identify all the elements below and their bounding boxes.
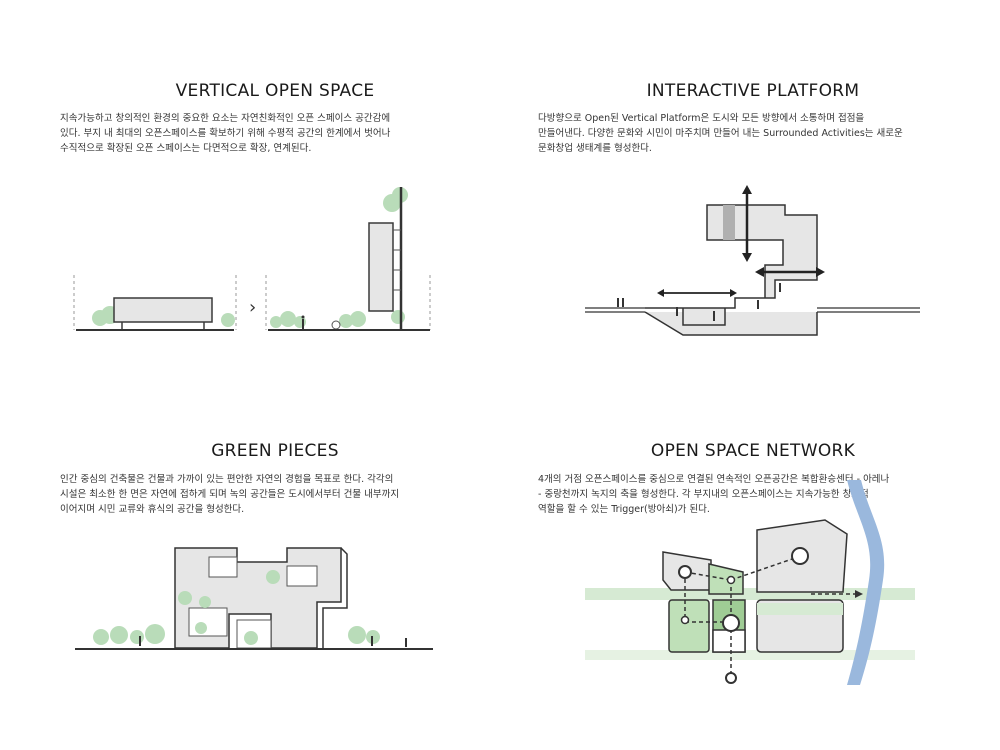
- panel-description: 다방향으로 Open된 Vertical Platform은 도시와 모든 방향…: [538, 111, 968, 156]
- description-line: 시설은 최소한 한 면은 자연에 접하게 되며 녹의 공간들은 도시에서부터 건…: [60, 489, 400, 500]
- node-icon: [725, 672, 737, 684]
- node-icon: [678, 565, 692, 579]
- node-icon: [680, 615, 690, 625]
- panel-description: 지속가능하고 창의적인 환경의 중요한 요소는 자연친화적인 오픈 스페이스 공…: [60, 111, 490, 156]
- site-block: [708, 563, 744, 595]
- description-line: 만들어낸다. 다양한 문화와 시민이 마주치며 만들어 내는 Surrounde…: [538, 128, 903, 139]
- river: [847, 480, 885, 685]
- platform-building: [644, 204, 818, 336]
- panel-description: 4개의 거점 오픈스페이스를 중심으로 연결된 연속적인 오픈공간은 복합환승센…: [538, 472, 968, 517]
- horizontal-building: [113, 297, 213, 323]
- node-icon: [791, 547, 809, 565]
- panel-title: VERTICAL OPEN SPACE: [175, 81, 375, 101]
- diagram-open-space-network: [585, 480, 915, 685]
- description-line: 다방향으로 Open된 Vertical Platform은 도시와 모든 방향…: [538, 113, 865, 124]
- tree-icon: [221, 313, 235, 327]
- diagram-green-pieces: [75, 547, 433, 650]
- description-line: 지속가능하고 창의적인 환경의 중요한 요소는 자연친화적인 오픈 스페이스 공…: [60, 113, 391, 124]
- diagram-vertical-open-space: ›: [73, 187, 431, 331]
- description-line: 4개의 거점 오픈스페이스를 중심으로 연결된 연속적인 오픈공간은 복합환승센…: [538, 474, 890, 485]
- diagram-interactive-platform: [585, 185, 920, 336]
- description-line: 이어지며 시민 교류와 휴식의 공간을 형성한다.: [60, 504, 245, 515]
- transition-arrow-icon: ›: [249, 297, 256, 318]
- site-block: [712, 629, 746, 653]
- node-icon: [726, 575, 736, 585]
- description-line: 역할을 할 수 있는 Trigger(방아쇠)가 된다.: [538, 504, 710, 515]
- site-block: [668, 599, 710, 653]
- description-line: - 중랑천까지 녹지의 축을 형성한다. 각 부지내의 오픈스페이스는 지속가능…: [538, 489, 869, 500]
- panel-title: INTERACTIVE PLATFORM: [646, 81, 860, 101]
- description-line: 수직적으로 확장된 오픈 스페이스는 다면적으로 확장, 연계된다.: [60, 143, 312, 154]
- node-icon: [722, 614, 740, 632]
- vertical-building: [368, 222, 394, 312]
- panel-title: GREEN PIECES: [211, 441, 339, 461]
- panel-description: 인간 중심의 건축물은 건물과 가까이 있는 편안한 자연의 경험을 목표로 한…: [60, 472, 490, 517]
- description-line: 인간 중심의 건축물은 건물과 가까이 있는 편안한 자연의 경험을 목표로 한…: [60, 474, 394, 485]
- description-line: 있다. 부지 내 최대의 오픈스페이스를 확보하기 위해 수평적 공간의 한계에…: [60, 128, 391, 139]
- green-axis-band: [585, 588, 915, 600]
- panel-title: OPEN SPACE NETWORK: [650, 441, 856, 461]
- description-line: 문화창업 생태계를 형성한다.: [538, 143, 652, 154]
